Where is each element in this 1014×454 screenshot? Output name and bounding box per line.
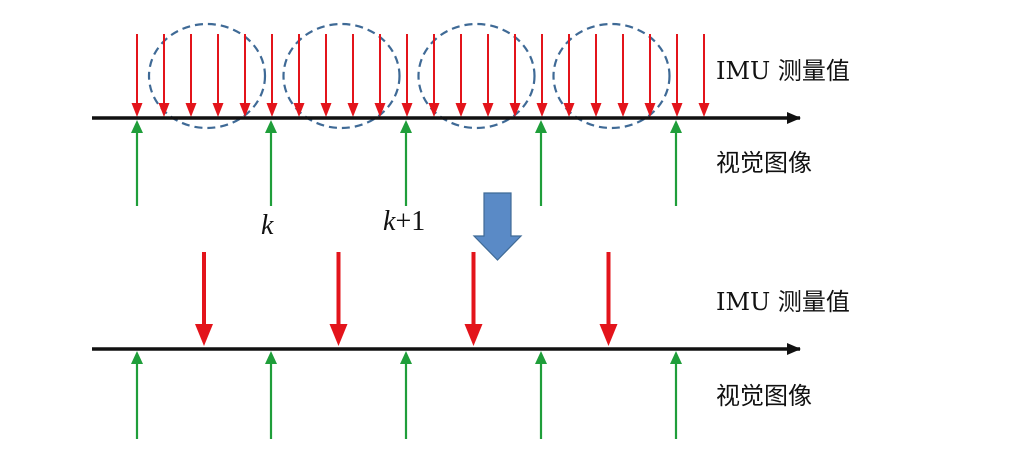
image-frame-arrow	[670, 120, 682, 206]
imu-measurement-arrow	[563, 34, 575, 117]
imu-measurement-arrow	[320, 34, 332, 117]
imu-measurement-arrow	[212, 34, 224, 117]
imu-measurement-arrow	[482, 34, 494, 117]
imu-measurement-arrow	[293, 34, 305, 117]
imu-measurement-arrow	[590, 34, 602, 117]
imu-measurement-arrow	[698, 34, 710, 117]
imu-measurement-arrow	[401, 34, 413, 117]
imu-measurement-arrow	[644, 34, 656, 117]
imu-group-circle	[282, 22, 401, 130]
preintegrated-imu-arrow	[464, 252, 483, 346]
imu-measurement-arrow	[239, 34, 251, 117]
imu-measurement-arrow	[617, 34, 629, 117]
image-frame-arrow	[535, 351, 547, 439]
imu-label-bottom: IMU 测量值	[716, 288, 850, 316]
imu-measurement-arrow	[185, 34, 197, 117]
image-frame-arrow	[265, 351, 277, 439]
top-panel: IMU 测量值 视觉图像 k k+1	[92, 22, 850, 241]
image-frame-arrow	[535, 120, 547, 206]
image-frame-arrow	[670, 351, 682, 439]
k-plus-one-k: k	[383, 206, 396, 237]
imu-measurement-arrow	[266, 34, 278, 117]
image-frame-arrow	[400, 351, 412, 439]
image-frame-arrow	[265, 120, 277, 206]
k-plus-one-label: k+1	[383, 206, 425, 237]
k-label: k	[261, 210, 274, 241]
imu-measurement-arrow	[428, 34, 440, 117]
imu-measurement-arrow	[536, 34, 548, 117]
image-label-bottom: 视觉图像	[716, 382, 812, 410]
preintegrated-imu-arrows	[195, 252, 618, 346]
image-frame-arrow	[131, 351, 143, 439]
top-image-arrows	[131, 120, 682, 206]
imu-measurement-arrow	[509, 34, 521, 117]
imu-group-circle	[147, 22, 267, 130]
top-imu-arrows	[131, 34, 710, 117]
imu-measurement-arrow	[455, 34, 467, 117]
bottom-panel: IMU 测量值 视觉图像	[92, 252, 850, 439]
preintegrated-imu-arrow	[329, 252, 348, 346]
imu-measurement-arrow	[671, 34, 683, 117]
transition-down-arrow	[472, 192, 523, 261]
preintegrated-imu-arrow	[195, 252, 213, 346]
image-frame-arrow	[400, 120, 412, 206]
imu-measurement-arrow	[131, 34, 143, 117]
imu-label-top: IMU 测量值	[716, 57, 850, 85]
imu-group-circle	[417, 22, 536, 130]
preintegrated-imu-arrow	[599, 252, 618, 346]
k-plus-one-suffix: +1	[395, 206, 425, 237]
imu-measurement-arrow	[347, 34, 359, 117]
imu-group-circle	[552, 22, 671, 130]
imu-measurement-arrow	[374, 34, 386, 117]
imu-group-circles	[147, 22, 671, 130]
image-label-top: 视觉图像	[716, 149, 812, 177]
image-frame-arrow	[131, 120, 143, 206]
bottom-image-arrows	[131, 351, 682, 439]
imu-measurement-arrow	[158, 34, 170, 117]
